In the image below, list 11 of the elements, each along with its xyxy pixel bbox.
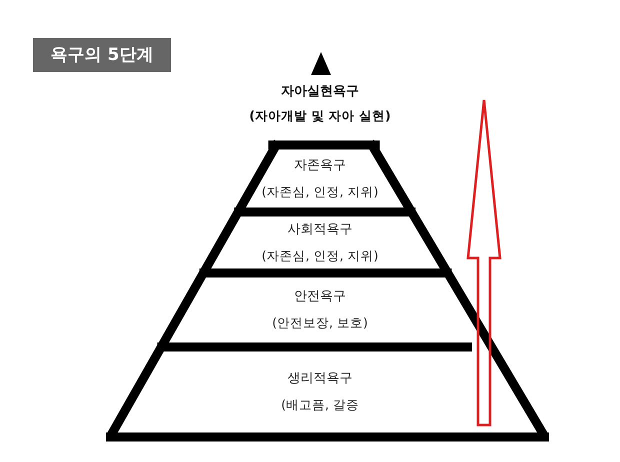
level-title: 사회적욕구 bbox=[288, 220, 352, 238]
title-label: 욕구의 5단계 bbox=[33, 38, 171, 72]
level-description: (자존심, 인정, 지위) bbox=[262, 183, 378, 201]
level-title: 자존욕구 bbox=[294, 157, 346, 175]
level-title: 생리적욕구 bbox=[288, 370, 352, 388]
level-description: (안전보장, 보호) bbox=[272, 314, 368, 332]
level-description: (자아개발 및 자아 실현) bbox=[249, 107, 391, 125]
level-description: (자존심, 인정, 지위) bbox=[262, 246, 378, 264]
level-title: 자아실현욕구 bbox=[281, 83, 359, 101]
level-title: 안전욕구 bbox=[294, 288, 346, 306]
level-description: (배고픔, 갈증 bbox=[281, 396, 359, 414]
